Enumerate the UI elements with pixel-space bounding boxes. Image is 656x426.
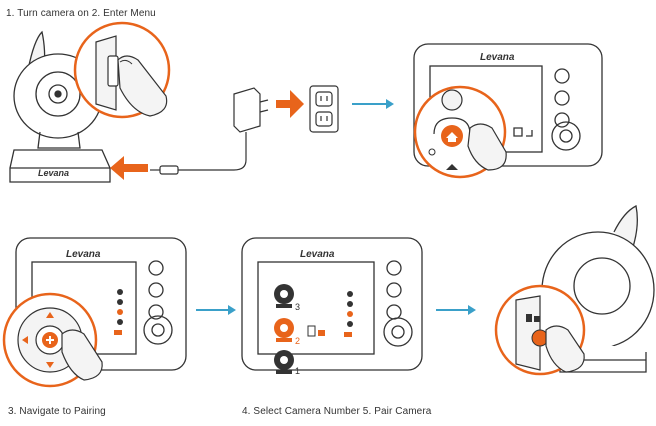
camera-number-1-label: 1 [295, 366, 300, 376]
blue-arrow-1 [352, 99, 394, 109]
camera-number-2-label: 2 [295, 336, 300, 346]
camera-number-3 [274, 284, 294, 308]
orange-arrow-left [110, 156, 148, 180]
orange-arrow-right [276, 90, 304, 118]
monitor-brand-label-nav: Levana [66, 249, 101, 260]
camera-number-3-label: 3 [295, 302, 300, 312]
wall-outlet-icon [310, 86, 338, 132]
blue-arrow-2 [196, 305, 236, 315]
blue-arrow-3 [436, 305, 476, 315]
camera-brand-label: Levana [38, 168, 69, 178]
monitor-brand-label-top: Levana [480, 52, 515, 63]
power-adapter-icon [150, 88, 268, 174]
camera-number-1 [274, 350, 294, 374]
monitor-brand-label-select: Levana [300, 249, 335, 260]
